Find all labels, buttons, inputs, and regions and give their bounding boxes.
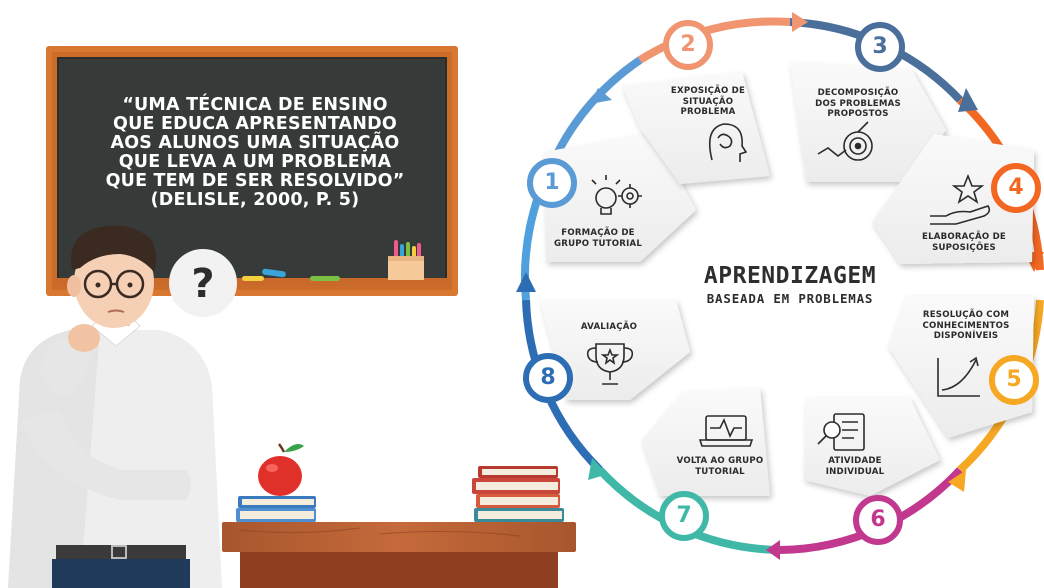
step-label-line: DOS PROBLEMAS xyxy=(815,98,901,109)
document-search-icon xyxy=(817,413,865,451)
laptop-pulse-icon xyxy=(698,415,754,447)
step-number-1: 1 xyxy=(544,170,560,195)
book-stack-left xyxy=(236,496,316,522)
step-label-2: EXPOSIÇÃO DE SITUAÇÃO PROBLEMA xyxy=(660,86,756,118)
step-label-line: TUTORIAL xyxy=(695,466,745,477)
number-circles xyxy=(523,20,1041,545)
step-number-4: 4 xyxy=(1008,175,1024,200)
quote-line: “UMA TÉCNICA DE ENSINO xyxy=(122,95,388,115)
target-path-icon xyxy=(817,121,873,161)
step-label-line: CONHECIMENTOS xyxy=(922,320,1010,331)
step-number-7: 7 xyxy=(676,503,692,528)
step-label-line: INDIVIDUAL xyxy=(825,466,885,477)
step-label-line: DECOMPOSIÇÃO xyxy=(817,88,899,98)
number-circle-3 xyxy=(855,22,905,72)
step-label-line: GRUPO TUTORIAL xyxy=(554,238,642,249)
step-label-4: ELABORAÇÃO DE SUPOSIÇÕES xyxy=(912,232,1016,253)
number-circle-8 xyxy=(523,353,573,403)
quote-citation: (DELISLE, 2000, P. 5) xyxy=(150,190,360,210)
diagram-title: APRENDIZAGEM xyxy=(703,263,877,289)
step-label-7: VOLTA AO GRUPO TUTORIAL xyxy=(672,456,768,477)
diagram-subtitle: BASEADA EM PROBLEMAS xyxy=(706,291,874,306)
step-number-5: 5 xyxy=(1006,367,1022,392)
step-label-line: FORMAÇÃO DE xyxy=(561,228,635,238)
number-circle-7 xyxy=(659,491,709,541)
desk xyxy=(222,522,576,588)
step-label-5: RESOLUÇÃO COM CONHECIMENTOS DISPONÍVEIS xyxy=(910,310,1022,342)
quote-line: QUE LEVA A UM PROBLEMA xyxy=(118,152,392,172)
step-label-1: FORMAÇÃO DE GRUPO TUTORIAL xyxy=(548,228,648,249)
number-circle-5 xyxy=(989,355,1039,405)
step-label-line: RESOLUÇÃO COM xyxy=(922,310,1010,320)
step-card-8 xyxy=(540,300,690,400)
question-mark: ? xyxy=(191,261,214,307)
step-label-8: AVALIAÇÃO xyxy=(566,322,652,333)
step-label-line: SITUAÇÃO xyxy=(682,96,734,107)
step-card-4 xyxy=(872,134,1034,264)
step-number-3: 3 xyxy=(872,34,888,59)
chalk-pieces xyxy=(242,268,340,281)
step-number-2: 2 xyxy=(680,32,696,57)
growth-chart-icon xyxy=(937,356,980,397)
step-number-6: 6 xyxy=(870,507,886,532)
step-label-line: SUPOSIÇÕES xyxy=(932,242,996,253)
step-label-line: AVALIAÇÃO xyxy=(580,322,638,332)
step-label-line: ELABORAÇÃO DE xyxy=(922,232,1006,242)
step-label-line: VOLTA AO GRUPO xyxy=(676,456,764,466)
number-circle-4 xyxy=(991,163,1041,213)
quote-line: AOS ALUNOS UMA SITUAÇÃO xyxy=(110,133,400,153)
step-card-2 xyxy=(622,72,770,184)
question-bubble-icon: ? xyxy=(169,249,237,317)
lightbulb-gears-icon xyxy=(591,175,642,215)
step-label-line: PROPOSTOS xyxy=(827,109,889,119)
step-label-6: ATIVIDADE INDIVIDUAL xyxy=(812,456,898,477)
chalk-holder-icon xyxy=(388,240,424,280)
step-card-5 xyxy=(888,296,1034,438)
step-card-7 xyxy=(642,388,770,496)
step-label-line: ATIVIDADE xyxy=(828,456,882,466)
step-label-line: PROBLEMA xyxy=(680,107,736,117)
number-circle-2 xyxy=(663,20,713,70)
step-card-1 xyxy=(544,132,696,262)
quote-line: QUE TEM DE SER RESOLVIDO” xyxy=(105,171,405,191)
number-circle-6 xyxy=(853,495,903,545)
step-label-line: DISPONÍVEIS xyxy=(933,331,999,341)
teacher-figure xyxy=(8,225,222,588)
step-label-3: DECOMPOSIÇÃO DOS PROBLEMAS PROPOSTOS xyxy=(808,88,908,120)
step-number-8: 8 xyxy=(540,365,556,390)
book-stack-right xyxy=(472,466,564,522)
quote-line: QUE EDUCA APRESENTANDO xyxy=(113,114,397,134)
step-card-6 xyxy=(804,398,940,496)
apple-icon xyxy=(258,443,304,496)
trophy-star-icon xyxy=(586,343,634,385)
step-label-line: EXPOSIÇÃO DE xyxy=(670,86,746,96)
head-brain-icon xyxy=(708,123,748,162)
board-quote: “UMA TÉCNICA DE ENSINO QUE EDUCA APRESEN… xyxy=(70,96,440,210)
hand-star-icon xyxy=(930,173,991,225)
number-circle-1 xyxy=(527,158,577,208)
